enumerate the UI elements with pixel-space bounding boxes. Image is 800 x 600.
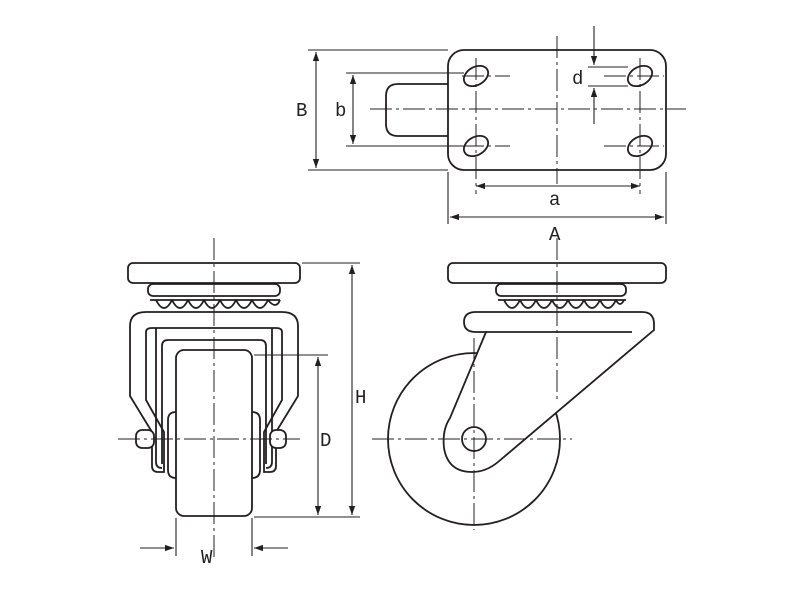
dimension-B: B [296, 49, 448, 171]
top-view-plate [370, 36, 686, 194]
dimension-W: W [140, 518, 288, 569]
dimension-D: D [254, 354, 331, 515]
label-H: H [355, 387, 366, 409]
label-d: d [572, 68, 583, 90]
label-A: A [549, 224, 561, 246]
dimension-b: b [335, 72, 464, 147]
label-W: W [201, 547, 213, 569]
dimension-A: A [447, 172, 667, 246]
dimension-a: a [476, 182, 640, 211]
label-a: a [549, 189, 560, 211]
side-view-caster [372, 238, 667, 530]
label-D: D [320, 430, 331, 452]
label-B: B [296, 100, 307, 122]
dimension-H: H [254, 262, 366, 518]
dimension-d: d [572, 26, 628, 124]
label-b: b [335, 100, 346, 122]
front-view-caster [118, 238, 301, 560]
